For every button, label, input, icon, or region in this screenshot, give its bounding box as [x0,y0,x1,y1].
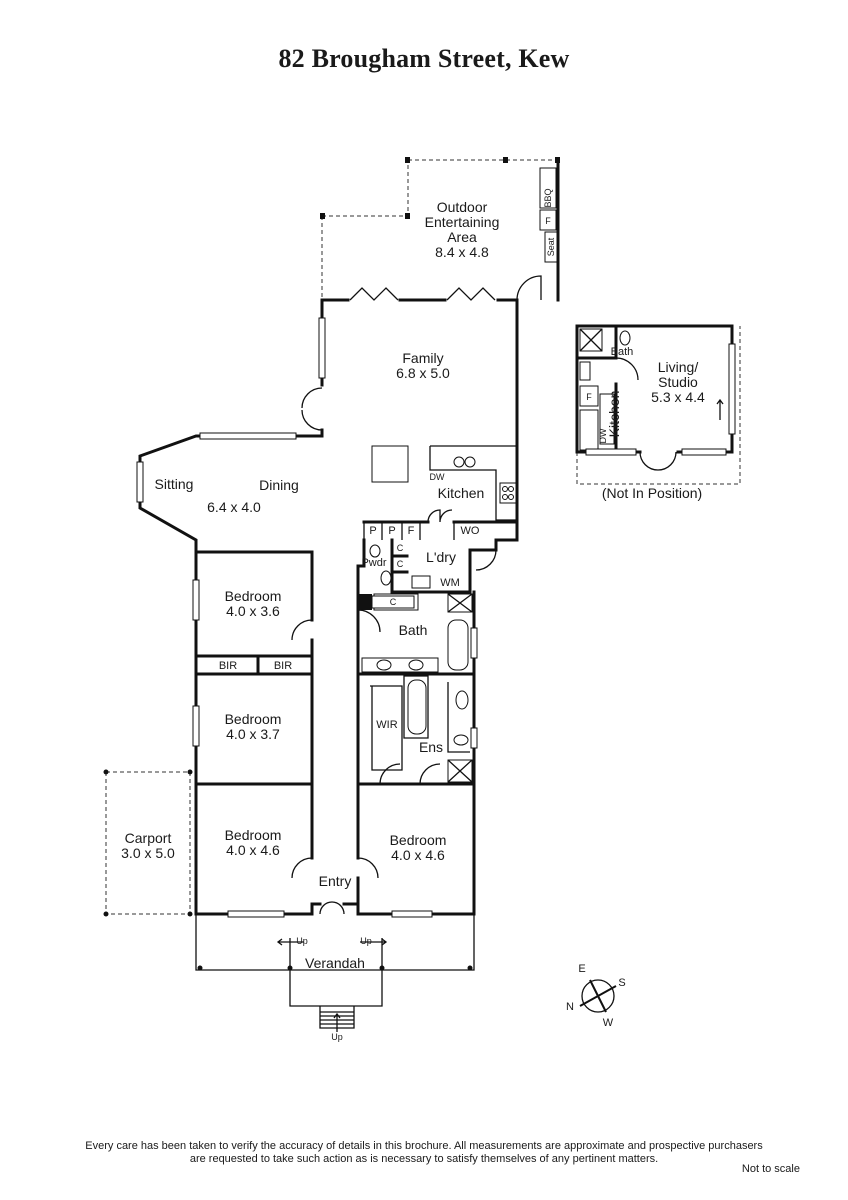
carport-dims: 3.0 x 5.0 [121,845,175,861]
wall-oven-label: WO [461,525,480,537]
outdoor-dims: 8.4 x 4.8 [435,244,489,260]
bedroom-1-label: Bedroom [225,588,282,604]
studio-dw-label: DW [598,428,608,443]
powder-label: Pwdr [361,557,386,569]
studio-label-1: Living/ [658,359,699,375]
disclaimer: Every care has been taken to verify the … [0,1140,848,1166]
bir-label-2: BIR [274,660,292,672]
house-walls [136,275,542,918]
cupboard-label-2: C [397,559,404,569]
compass-icon [579,979,617,1013]
bir-label-1: BIR [219,660,237,672]
bedroom-2-dims: 4.0 x 3.7 [226,726,280,742]
studio-note: (Not In Position) [602,485,702,501]
washing-machine-label: WM [440,577,460,589]
seat-label: Seat [546,237,556,256]
studio-dims: 5.3 x 4.4 [651,389,705,405]
cupboard-label-1: C [397,543,404,553]
dishwasher-label: DW [430,472,445,482]
up-label-right: Up [360,936,372,946]
scale-note: Not to scale [741,1163,800,1175]
laundry-label: L'dry [426,549,456,565]
family-dims: 6.8 x 5.0 [396,365,450,381]
bedroom-4-label: Bedroom [390,832,447,848]
outdoor-fridge-label: F [545,216,551,226]
bedroom-4-dims: 4.0 x 4.6 [391,847,445,863]
compass-west: W [603,1017,614,1029]
kitchen-label: Kitchen [438,485,485,501]
bath-cupboard-label: C [390,597,397,607]
bedroom-3-dims: 4.0 x 4.6 [226,842,280,858]
outdoor-label-1: Outdoor [437,199,488,215]
compass-north: N [566,1001,574,1013]
compass-south: S [618,977,625,989]
family-label: Family [402,350,443,366]
pantry-label-1: P [369,525,376,537]
outdoor-area-outline [320,157,560,302]
disclaimer-line-2: are requested to take such action as is … [189,1153,659,1165]
carport-label: Carport [125,830,172,846]
studio-fridge-label: F [586,392,592,402]
sitting-label: Sitting [155,476,194,492]
up-label-left: Up [296,936,308,946]
bedroom-3-label: Bedroom [225,827,282,843]
bedroom-2-label: Bedroom [225,711,282,727]
ensuite-label: Ens [419,739,443,755]
dining-label: Dining [259,477,299,493]
pantry-label-2: P [388,525,395,537]
bath-label: Bath [399,622,428,638]
compass-east: E [578,963,585,975]
carport-outline [103,769,193,917]
bbq-label: BBQ [543,188,553,207]
wir-label: WIR [376,719,397,731]
studio-label-2: Studio [658,374,698,390]
outdoor-label-3: Area [447,229,477,245]
verandah-label: Verandah [305,955,365,971]
studio-outline [575,324,741,485]
up-label-steps: Up [331,1032,343,1042]
studio-kitchen-label: Kitchen [606,391,622,438]
entry-label: Entry [319,873,352,889]
verandah-outline [195,914,475,1032]
studio-bath-label: Bath [611,346,634,358]
page-title: 82 Brougham Street, Kew [278,44,570,73]
disclaimer-line-1: Every care has been taken to verify the … [85,1140,763,1152]
dining-dims: 6.4 x 4.0 [207,499,261,515]
outdoor-label-2: Entertaining [425,214,500,230]
bedroom-1-dims: 4.0 x 3.6 [226,603,280,619]
fridge-label: F [408,525,415,537]
